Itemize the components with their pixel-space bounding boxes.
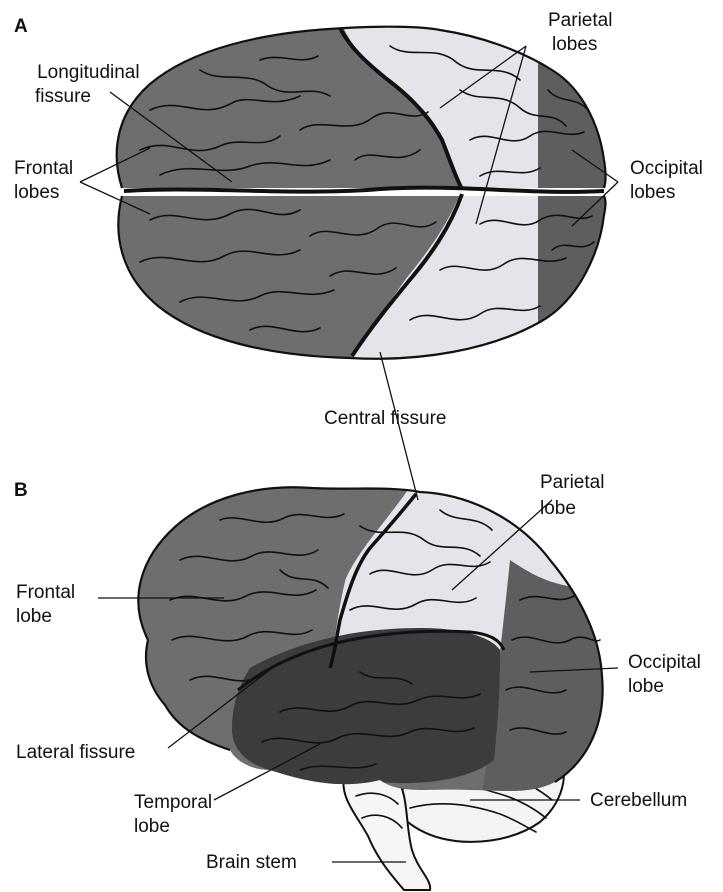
label-cerebellum: Cerebellum [590, 790, 687, 811]
panel-label-a: A [14, 16, 28, 37]
label-occipital-lobe: Occipital lobe [628, 652, 706, 697]
side-view-brain [120, 480, 620, 890]
label-temporal-lobe: Temporal lobe [134, 792, 217, 837]
label-lateral-fissure: Lateral fissure [16, 742, 135, 763]
label-longitudinal-fissure: Longitudinal fissure [35, 62, 145, 107]
label-central-fissure: Central fissure [324, 408, 447, 429]
label-occipital-lobes: Occipital lobes [630, 158, 708, 203]
label-frontal-lobes: Frontal lobes [14, 158, 78, 203]
left-hemisphere-top [100, 20, 620, 190]
panel-label-b: B [14, 480, 28, 501]
label-parietal-lobes: Parietal lobes [548, 10, 618, 55]
top-view-brain [100, 20, 620, 364]
label-brain-stem: Brain stem [206, 852, 297, 873]
label-parietal-lobe: Parietal lobe [540, 472, 610, 519]
cerebrum-side [120, 480, 620, 810]
label-frontal-lobe: Frontal lobe [16, 582, 80, 627]
longitudinal-fissure-line [124, 188, 604, 192]
